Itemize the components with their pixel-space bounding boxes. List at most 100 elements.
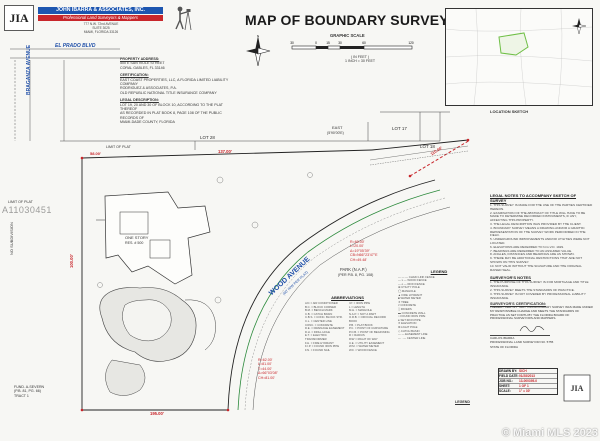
- title-block-table: DRAWN BY:SICH FIELD DATE:01/28/2013 JOB …: [498, 368, 558, 395]
- legend-item: — x — WOOD FENCE: [398, 278, 427, 283]
- purpose-item: 2. THIS SURVEY MEETS THE STANDARDS OF PR…: [490, 287, 575, 292]
- legend-item: ■ WATER METER: [398, 296, 421, 301]
- firm-tagline: Professional Land Surveyors & Mappers: [38, 15, 163, 21]
- legend-block: LEGEND — — — CHAIN LINK FENCE— x — WOOD …: [398, 270, 480, 340]
- el-prado-road: [10, 48, 120, 59]
- purpose-item: 1. THE PURPOSE OF THIS SURVEY IS FOR MOR…: [490, 280, 589, 289]
- map-title: MAP OF BOUNDARY SURVEY: [245, 12, 449, 28]
- legend-item: ⊗ LIGHT POLE: [398, 324, 418, 329]
- legend-item: ✕ ELEVATION: [398, 321, 417, 326]
- scale-tick: 15: [326, 41, 330, 45]
- curve-value: Δ=66°03'08": [258, 371, 278, 376]
- note-item: 2. EXAMINATION OF THE ABSTRACT OF TITLE …: [490, 210, 586, 223]
- bearing-value: (5'90'00'E): [327, 131, 344, 135]
- lot-17-label: LOT 17: [392, 126, 407, 131]
- side-watermark: A11030451: [2, 205, 52, 215]
- abbreviation-item: P.C. = POINT OF CURVATURE: [349, 326, 389, 331]
- abbreviation-item: R/W = RIGHT OF WAY: [349, 336, 378, 341]
- sig-name: CARLOS IBARRA: [490, 334, 550, 340]
- graphic-scale-label: GRAPHIC SCALE: [330, 33, 365, 38]
- surveyor-figure-icon: [175, 6, 192, 31]
- north-arrow-icon: N: [246, 34, 271, 67]
- abbreviation-item: D.H. = DRILL HOLE: [305, 329, 330, 334]
- legal-line: AS RECORDED IN PLAT BOOK 8, PAGE 108 OF …: [120, 111, 222, 120]
- curve-value: CB=N66°23'47"E: [350, 253, 378, 258]
- title-block: DRAWN BY:SICH FIELD DATE:01/28/2013 JOB …: [498, 368, 593, 428]
- curve-value: L=20.00': [350, 244, 364, 249]
- abbreviation-item: I.P. = IRON PIPE: [349, 301, 371, 305]
- legend-item: — o — IRON FENCE: [398, 281, 425, 286]
- scale-tick: 0: [315, 41, 317, 45]
- legal-label: LEGAL DESCRIPTION:: [120, 98, 159, 103]
- location-sketch-label: LOCATION SKETCH: [490, 109, 529, 114]
- legend-item: ◇ CATCH BASIN: [398, 328, 420, 333]
- legend-item: — — EASEMENT LINE: [398, 332, 428, 337]
- abbreviation-item: D.E. = DRAINAGE EASEMENT: [305, 326, 345, 331]
- signature-scribble-icon: [519, 325, 545, 332]
- one-story-label: ONE STORY: [125, 235, 149, 240]
- notes-heading: LEGAL NOTES TO ACCOMPANY SKETCH OF SURVE…: [490, 193, 577, 203]
- sketch-north-arrow-icon: [572, 18, 587, 35]
- note-item: 10. NOT VALID WITHOUT THE SIGNATURE AND …: [490, 263, 582, 272]
- graphic-scale-bar: 30 0 15 30 60 120: [290, 41, 414, 50]
- scale-tick: 60: [362, 41, 366, 45]
- legend-item: — — — CHAIN LINK FENCE: [398, 274, 435, 279]
- el-prado-label: EL PRADO BLVD: [55, 43, 96, 49]
- purpose-items: 1. THE PURPOSE OF THIS SURVEY IS FOR MOR…: [490, 281, 593, 300]
- abbreviation-item: C.B.S. = CONC. BLOCK STR.: [305, 315, 343, 320]
- legend-item: ⊕ UTILITY POLE: [398, 285, 420, 290]
- limit-plat-label-left: LIMIT OF PLAT: [8, 200, 33, 204]
- park-sub: (PER P.B. 8, PG. 108): [338, 273, 374, 277]
- pool-area: [99, 287, 216, 396]
- legend-item: ◯ MANHOLE: [398, 288, 416, 293]
- wood-avenue-curve: [227, 179, 451, 411]
- scale-tick: 120: [408, 41, 414, 45]
- legal-line: LOT 19, 20 AND 30 OF BLOCK 10, ACCORDING…: [120, 102, 223, 112]
- firm-line: 777 N.W. 72nd AVENUE: [83, 22, 119, 26]
- note-line: FUND. A-SEVERN: [14, 385, 45, 389]
- purpose-heading: SURVEYOR'S NOTES: [490, 275, 531, 281]
- firm-address: 777 N.W. 72nd AVENUE SUITE 3025 MIAMI, F…: [40, 22, 162, 34]
- bearing-label: EAST: [332, 125, 343, 130]
- location-map: [445, 8, 593, 106]
- firm-logo: JIA: [4, 5, 34, 31]
- abbreviation-item: L = LENGTH: [349, 304, 365, 309]
- note-item: 9. THERE MAY BE ADDITIONAL RESTRICTIONS …: [490, 256, 583, 264]
- note-item: 5. UNDERGROUND IMPROVEMENTS AND/OR UTILI…: [490, 237, 590, 245]
- curve-value: L=81.00': [258, 362, 272, 367]
- legend-item: — · — CENTER LINE: [398, 335, 426, 340]
- abbreviation-item: P.O.B. = POINT OF BEGINNING: [349, 329, 390, 334]
- abbreviation-item: A/C = AIR CONDITIONER: [305, 301, 338, 305]
- tree-symbols: [97, 172, 313, 304]
- dimension-left: 100.00': [69, 254, 74, 268]
- abbreviation-item: B.C. = BLOCK CORNER: [305, 304, 337, 309]
- east-limit-line: [409, 139, 471, 177]
- abbreviation-item: M.H. = MANHOLE: [349, 308, 372, 313]
- notes-items: 1. THIS SURVEY IS MADE FOR THE USE OF TH…: [490, 203, 593, 272]
- braganza-road: [14, 60, 65, 141]
- abbreviation-item: C.B. = CATCH BASIN: [305, 311, 333, 316]
- curve-value: T=44.00': [258, 366, 272, 371]
- sig-state: STATE OF FLORIDA: [490, 344, 519, 349]
- certification-line: OLD REPUBLIC NATIONAL TITLE INSURANCE CO…: [120, 90, 217, 95]
- abbreviation-item: W.M. = WATER METER: [349, 344, 379, 349]
- tb-row: SHEET:1 OF 1: [499, 384, 557, 389]
- curve-value: Δ=19°05'39": [350, 248, 370, 253]
- scale-tick: 30: [290, 41, 294, 45]
- abbreviations-heading: ABBREVIATIONS: [331, 295, 364, 300]
- legend-item: ○ FOUND IRON PIPE: [398, 314, 426, 319]
- abbreviation-item: P.B. = PLAT BOOK: [349, 322, 373, 327]
- curve-data-1: R=60.00' L=20.00' Δ=19°05'39" CB=N66°23'…: [350, 240, 377, 262]
- legal-line: MIAMI-DADE COUNTY, FLORIDA: [120, 120, 175, 125]
- legend-item: ▲ FIRE HYDRANT: [398, 292, 423, 297]
- curve-value: R=62.00': [258, 358, 273, 362]
- dimension-bottom: 195.00': [150, 411, 164, 416]
- note-item: 4. BOUNDARY SURVEY MEANS A DRAWING AND/O…: [490, 225, 586, 238]
- surveyor-certification: SURVEYOR'S CERTIFICATION: I HEREBY CERTI…: [490, 302, 593, 349]
- res-label: RES. # 500: [125, 241, 144, 245]
- note-item: 1. THIS SURVEY IS MADE FOR THE USE OF TH…: [490, 203, 593, 211]
- braganza-label: BRAGANZA AVENUE: [26, 44, 32, 95]
- abbreviation-item: F.I.P. = FOUND IRON PIPE: [305, 344, 340, 349]
